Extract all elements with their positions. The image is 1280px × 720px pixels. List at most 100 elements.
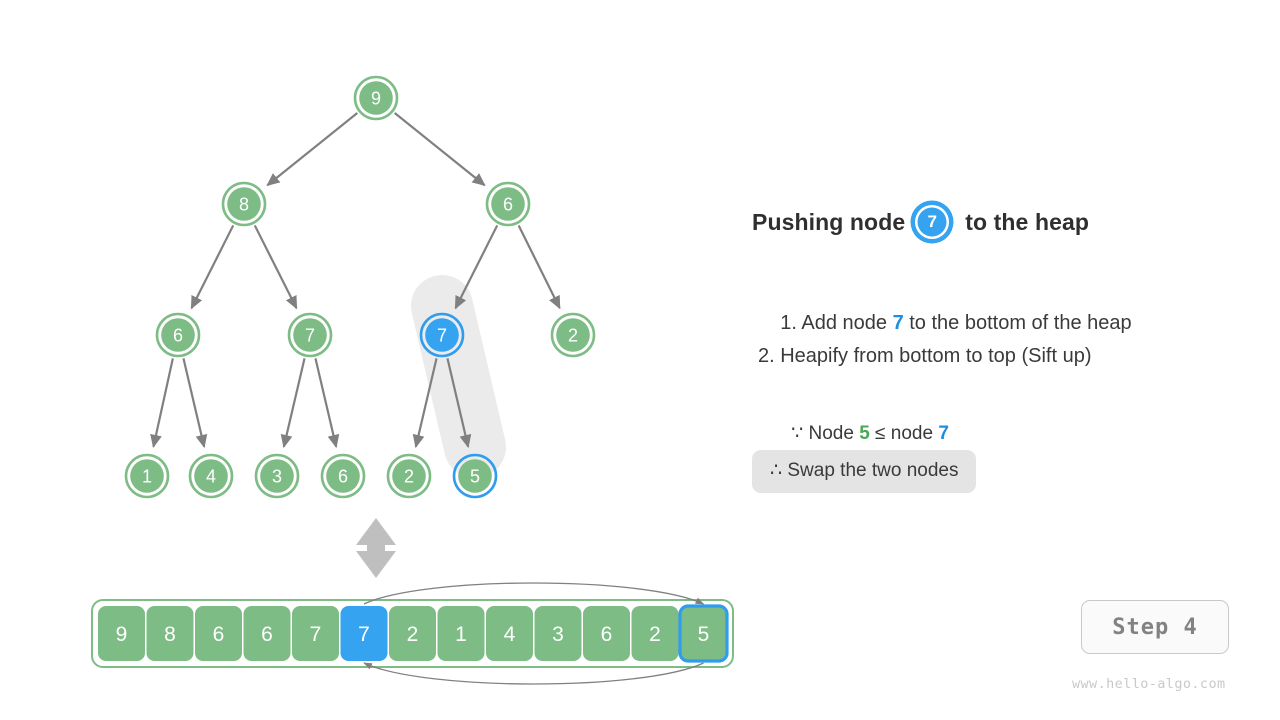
tree-node-body	[359, 81, 393, 115]
swap-arrow-backward	[363, 662, 704, 685]
array-cell-label: 6	[213, 623, 225, 646]
step-1-suffix: to the bottom of the heap	[903, 312, 1132, 334]
tree-edge	[314, 358, 340, 449]
array-cell[interactable]: 1	[437, 606, 485, 661]
tree-node-ring	[287, 312, 333, 358]
tree-node[interactable]: 8	[221, 181, 267, 227]
array-cell[interactable]: 3	[534, 606, 582, 661]
tree-node[interactable]: 2	[386, 453, 432, 499]
tree-node-body	[556, 318, 590, 352]
tree-node[interactable]: 2	[550, 312, 596, 358]
tree-edge	[253, 224, 298, 310]
array-cell[interactable]: 6	[583, 606, 630, 661]
tree-node-label: 7	[437, 325, 447, 345]
swap-arrow-forward	[363, 582, 705, 605]
array-cell[interactable]: 2	[631, 606, 679, 661]
array-cell-body	[486, 606, 533, 661]
tree-node-ring	[254, 453, 300, 499]
step-badge: Step 4	[1081, 600, 1229, 654]
array-frame	[91, 599, 734, 668]
tree-node-body	[161, 318, 195, 352]
panel-title: Pushing node 7 to the heap	[752, 200, 1252, 244]
tree-node[interactable]: 7	[419, 312, 465, 358]
array-cell-body	[389, 606, 436, 661]
tree-node-ring	[419, 312, 465, 358]
tree-node-ring	[155, 312, 201, 358]
panel-title-prefix: Pushing node	[752, 208, 906, 235]
array-cell-label: 1	[455, 623, 467, 646]
tree-node-label: 7	[305, 325, 315, 345]
array-cell[interactable]: 7	[292, 606, 339, 661]
tree-edge	[394, 112, 486, 187]
array-cell-label: 5	[698, 623, 710, 646]
step-1-node-value: 7	[892, 312, 904, 334]
reason-text: ∵ Node 5 ≤ node 7	[770, 405, 949, 462]
array-cell[interactable]: 8	[146, 606, 194, 661]
tree-edge	[150, 358, 174, 448]
array-cell-label: 2	[407, 623, 419, 646]
tree-edges	[150, 112, 561, 449]
array-cell[interactable]: 7	[340, 606, 388, 661]
tree-node-ring	[320, 453, 366, 499]
reason-prefix: ∵ Node	[791, 423, 860, 444]
explanation-panel: Pushing node 7 to the heap 1. Add node 7…	[752, 200, 1252, 493]
tree-node-label: 1	[142, 466, 152, 486]
array-cell-label: 4	[504, 623, 516, 646]
reason-child-value: 5	[859, 423, 870, 444]
panel-title-node-chip: 7	[915, 205, 950, 239]
tree-edge	[190, 224, 235, 310]
tree-node-label: 3	[272, 466, 282, 486]
array-cell[interactable]: 6	[243, 606, 291, 661]
tree-node[interactable]: 7	[287, 312, 333, 358]
array-cell-body	[146, 606, 194, 661]
tree-node[interactable]: 6	[485, 181, 531, 227]
conclusion-wrap: ∴ Swap the two nodes	[752, 450, 977, 493]
array-cell[interactable]: 5	[678, 604, 729, 663]
tree-node-label: 9	[371, 88, 381, 108]
tree-array-link-icon	[356, 518, 396, 578]
tree-node[interactable]: 6	[155, 312, 201, 358]
array-cell-label: 7	[310, 623, 322, 646]
tree-node-label: 6	[173, 325, 183, 345]
tree-node-ring	[353, 75, 399, 121]
tree-node-body	[326, 459, 360, 493]
tree-edge	[517, 225, 561, 310]
array-cell-label: 9	[116, 623, 128, 646]
array-cell[interactable]: 2	[389, 606, 436, 661]
swap-indicator-arrows	[363, 582, 705, 685]
array-cell-body	[534, 606, 582, 661]
array-cell[interactable]: 9	[98, 606, 145, 661]
tree-edge	[412, 358, 438, 449]
array-cell-label: 7	[358, 623, 370, 646]
tree-node-body	[293, 318, 327, 352]
reason-parent-value: 7	[938, 423, 949, 444]
tree-node-label: 5	[470, 466, 480, 486]
array-cell-body	[583, 606, 630, 661]
array-cell-label: 6	[261, 623, 273, 646]
tree-node[interactable]: 1	[124, 453, 170, 499]
tree-node[interactable]: 5	[452, 453, 498, 499]
tree-node-ring	[550, 312, 596, 358]
tree-node[interactable]: 4	[188, 453, 234, 499]
tree-edge	[454, 224, 499, 310]
tree-edge	[446, 358, 472, 449]
array-cell-label: 6	[601, 623, 613, 646]
tree-node-label: 6	[503, 194, 513, 214]
array-cell-body	[340, 606, 388, 661]
array-cell[interactable]: 4	[486, 606, 533, 661]
step-2-text: 2. Heapify from bottom to top (Sift up)	[758, 345, 1092, 367]
tree-node[interactable]: 6	[320, 453, 366, 499]
tree-node-label: 8	[239, 194, 249, 214]
tree-node[interactable]: 3	[254, 453, 300, 499]
tree-node-body	[130, 459, 164, 493]
array-cell-label: 8	[164, 623, 176, 646]
tree-node[interactable]: 9	[353, 75, 399, 121]
tree-node-body	[260, 459, 294, 493]
array-cell[interactable]: 6	[195, 606, 242, 661]
array-cell-body	[678, 604, 729, 663]
tree-node-ring	[386, 453, 432, 499]
tree-node-ring	[485, 181, 531, 227]
